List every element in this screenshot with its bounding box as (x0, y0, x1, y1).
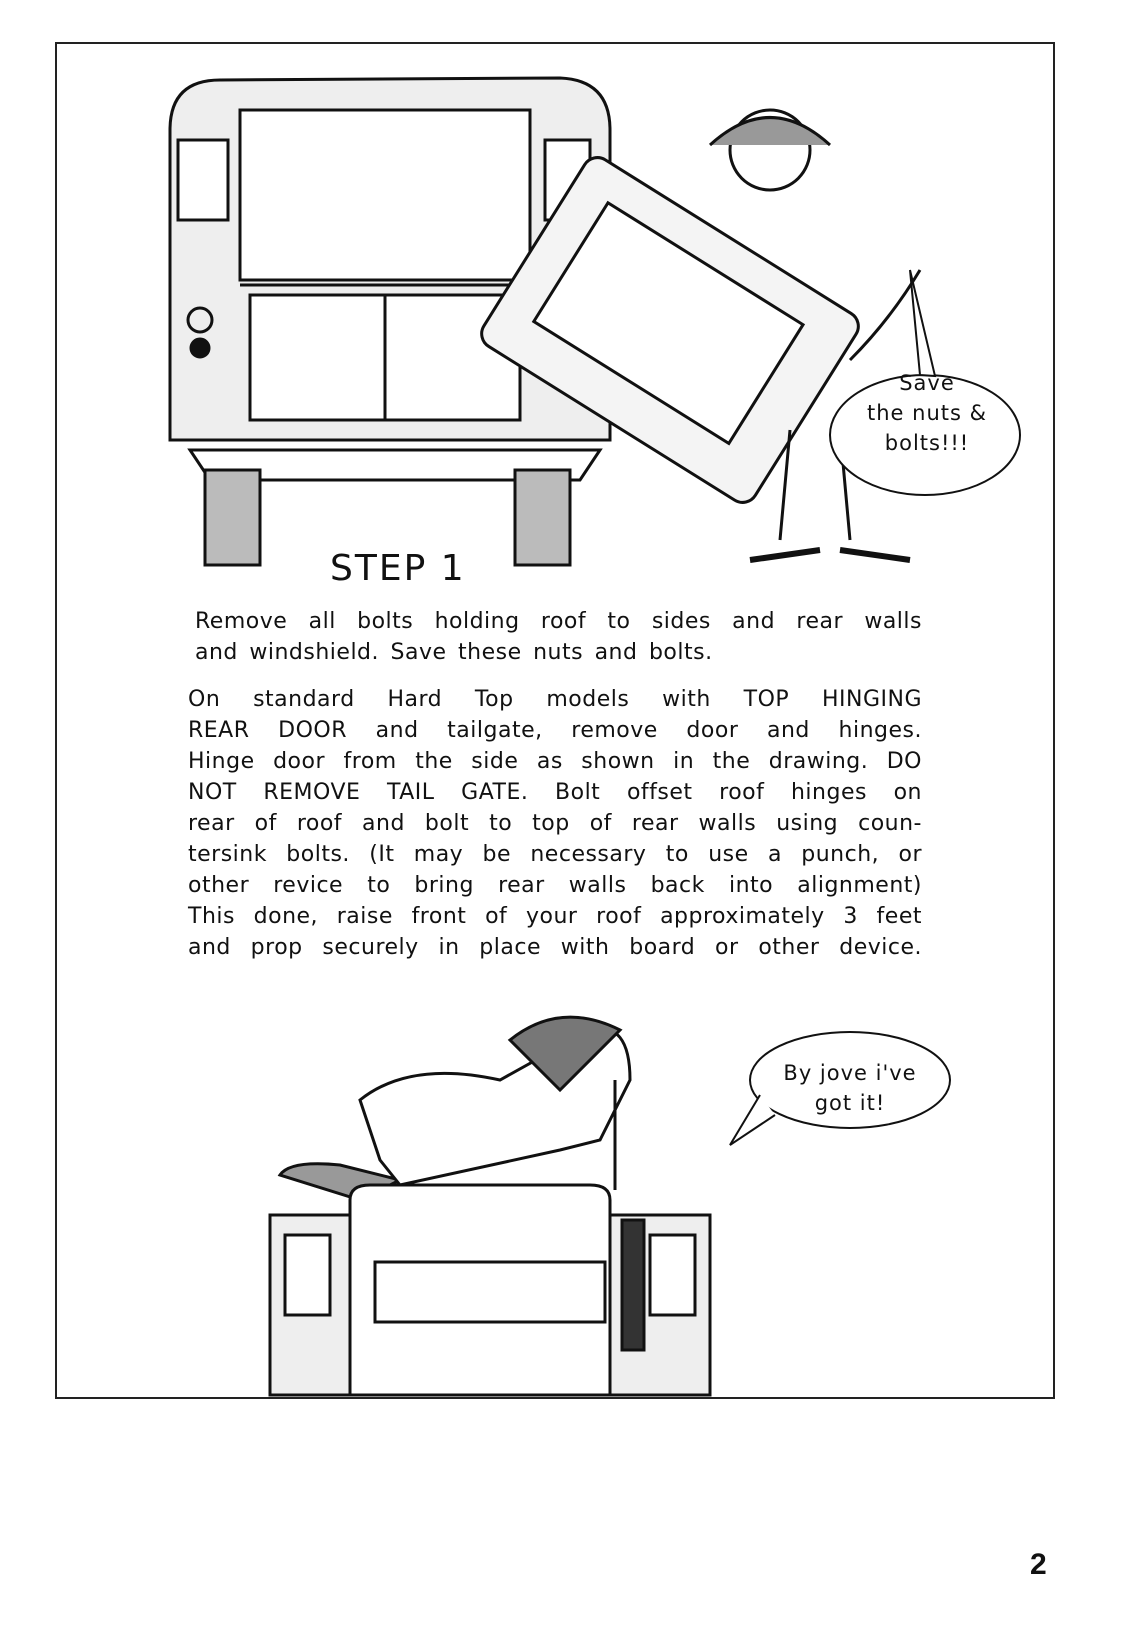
text-line: rear of roof and bolt to top of rear wal… (188, 811, 922, 836)
bubble-line: the nuts & (867, 401, 987, 425)
text-line: This done, raise front of your roof appr… (188, 904, 922, 929)
text-line: other revice to bring rear walls back in… (188, 873, 922, 898)
paragraph-instructions-1: Remove all bolts holding roof to sides a… (195, 606, 922, 668)
illustration-vehicle-rear-man-holding-door (168, 76, 1021, 567)
bubble-line: Save (899, 371, 955, 395)
text-line: On standard Hard Top models with TOP HIN… (188, 687, 922, 712)
text-line: and prop securely in place with board or… (188, 935, 922, 960)
step-title: STEP 1 (330, 548, 466, 589)
text-line: Remove all bolts holding roof to sides a… (195, 609, 922, 634)
bubble-line: By jove i've (783, 1061, 917, 1085)
text-line: REAR DOOR and tailgate, remove door and … (188, 718, 922, 743)
text-line: tersink bolts. (It may be necessary to u… (188, 842, 922, 867)
text-line: Hinge door from the side as shown in the… (188, 749, 922, 774)
bubble-line: bolts!!! (884, 431, 970, 455)
bubble-line: got it! (814, 1091, 886, 1115)
page-number: 2 (1030, 1548, 1047, 1581)
text-line: and windshield. Save these nuts and bolt… (195, 640, 713, 665)
speech-bubble-save-nuts: Save the nuts & bolts!!! (862, 368, 992, 458)
illustration-man-on-roof (268, 1015, 951, 1397)
page-border (55, 42, 1055, 1399)
paragraph-instructions-2: On standard Hard Top models with TOP HIN… (188, 684, 922, 963)
text-line: NOT REMOVE TAIL GATE. Bolt offset roof h… (188, 780, 922, 805)
speech-bubble-by-jove: By jove i've got it! (760, 1058, 940, 1118)
